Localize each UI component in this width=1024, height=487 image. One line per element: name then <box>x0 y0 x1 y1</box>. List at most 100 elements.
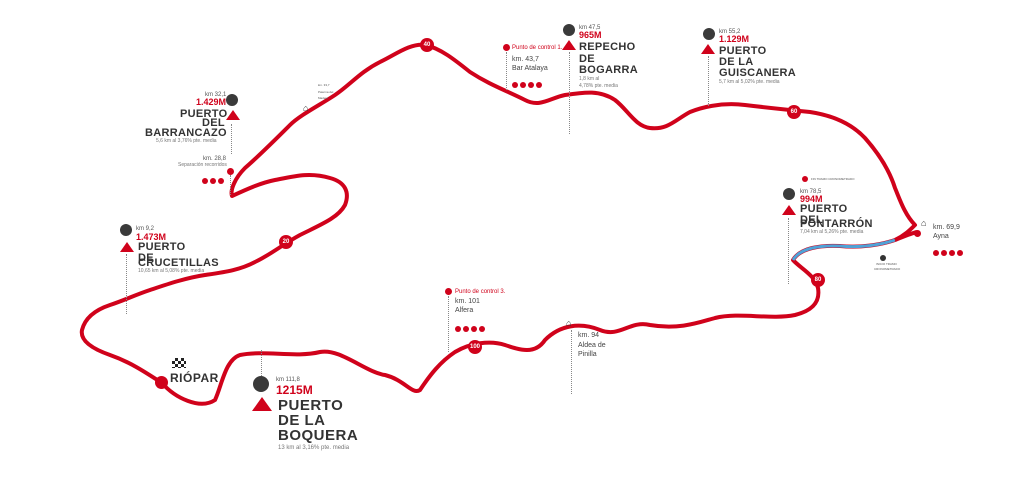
category-badge <box>563 24 575 36</box>
ayna-place: Ayna <box>933 233 949 240</box>
boquera-name-1: PUERTO <box>278 397 344 414</box>
control3-leader <box>448 296 449 352</box>
crucetillas-gradient: 10,65 km al 5,08% pte. media <box>138 268 205 274</box>
aldea-km: km. 94 <box>578 332 600 339</box>
mountain-icon <box>120 242 134 252</box>
barrancazo-km: km 32,1 <box>205 92 227 98</box>
service-icons <box>202 171 226 189</box>
km-marker-100: 100 <box>468 340 482 354</box>
mountain-icon <box>782 205 796 215</box>
bogarra-altitude: 965M <box>579 30 602 40</box>
checkered-flag-icon <box>172 358 186 368</box>
control1-km: km. 43,7 <box>512 56 539 63</box>
crucetillas-name-2: DE <box>138 252 154 264</box>
ayna-dot <box>914 230 921 237</box>
separacion-dot <box>227 168 234 175</box>
guiscanera-gradient: 5,7 km al 5,02% pte. media <box>719 79 780 85</box>
barrancazo-gradient: 5,6 km al 3,76% pte. media <box>156 138 217 144</box>
control-dot <box>503 44 510 51</box>
bogarra-gradient-2: 4,78% pte. media <box>579 83 618 89</box>
village-icon: ⌂ <box>303 103 309 113</box>
barrancazo-name-1: PUERTO <box>180 108 228 120</box>
control1-place: Bar Atalaya <box>512 65 548 72</box>
category-badge <box>226 94 238 106</box>
crono-end-label: FIN TRAMO CRONOMETRADO <box>811 177 855 181</box>
paterna-km: km. 33,7 <box>318 83 330 87</box>
bogarra-name-2: DE <box>579 53 595 65</box>
crono-end-dot <box>802 176 808 182</box>
km-marker-80: 80 <box>811 273 825 287</box>
service-icons <box>512 75 544 93</box>
boquera-leader <box>261 350 262 376</box>
ayna-km: km. 69,9 <box>933 224 960 231</box>
pontarron-altitude: 994M <box>800 194 823 204</box>
separacion-leader <box>230 175 231 195</box>
paterna-line-2: Paterna del <box>318 90 334 94</box>
guiscanera-km: km 55,2 <box>719 29 741 35</box>
boquera-km: km 111,8 <box>276 377 300 383</box>
mountain-icon <box>226 110 240 120</box>
start-point <box>155 376 168 389</box>
aldea-line-2: Aldea de <box>578 342 606 349</box>
km-marker-20: 20 <box>279 235 293 249</box>
barrancazo-leader <box>231 124 232 154</box>
boquera-name-3: BOQUERA <box>278 427 359 444</box>
control3-km: km. 101 <box>455 298 480 305</box>
aldea-leader <box>571 330 572 394</box>
boquera-name-2: DE LA <box>278 412 326 429</box>
category-badge <box>703 28 715 40</box>
mountain-icon <box>562 40 576 50</box>
pontarron-leader <box>788 218 789 284</box>
mountain-icon <box>252 397 272 411</box>
crono-start-label-1: INICIO TRAMO <box>876 262 897 266</box>
barrancazo-name-2: DEL <box>202 117 225 129</box>
category-badge <box>253 376 269 392</box>
boquera-altitude: 1215M <box>276 383 313 397</box>
control3-place: Alfera <box>455 307 474 314</box>
guiscanera-name-3: GUISCANERA <box>719 67 796 79</box>
pontarron-gradient: 7,04 km al 5,26% pte. media <box>800 229 864 235</box>
village-icon: ⌂ <box>566 318 572 328</box>
bogarra-name-3: BOGARRA <box>579 64 638 76</box>
pontarron-name-1: PUERTO <box>800 203 848 215</box>
control1-title: Punto de control 1. <box>512 45 563 51</box>
control1-leader <box>506 52 507 90</box>
crucetillas-altitude: 1.473M <box>136 232 167 242</box>
guiscanera-altitude: 1.129M <box>719 34 750 44</box>
paterna-line-3: Madera <box>318 96 329 100</box>
pontarron-name-2: DEL <box>800 214 823 226</box>
aldea-line-3: Pinilla <box>578 351 597 358</box>
guiscanera-name-2: DE LA <box>719 56 754 68</box>
crono-start-dot <box>880 255 886 261</box>
route-line <box>79 42 917 406</box>
mountain-icon <box>701 44 715 54</box>
service-icons <box>933 243 965 261</box>
bogarra-name-1: REPECHO <box>579 41 636 53</box>
barrancazo-altitude: 1.429M <box>196 97 227 107</box>
timed-segment <box>791 238 896 261</box>
service-icons <box>455 319 487 337</box>
pontarron-km: km 78,5 <box>800 189 822 195</box>
control3-title: Punto de control 3. <box>455 289 506 295</box>
category-badge <box>783 188 795 200</box>
category-badge <box>120 224 132 236</box>
crucetillas-km: km 9,2 <box>136 226 155 232</box>
crucetillas-leader <box>126 254 127 314</box>
separacion-km: km. 28,8 <box>203 156 227 162</box>
crono-start-label-2: CRONOMETRADO <box>874 267 901 271</box>
guiscanera-leader <box>708 56 709 106</box>
start-label: RIÓPAR <box>170 371 219 385</box>
crucetillas-name-1: PUERTO <box>138 241 186 253</box>
village-icon: ⌂ <box>921 218 927 228</box>
km-marker-60: 60 <box>787 105 801 119</box>
separacion-text: Separación recorridos <box>178 162 227 168</box>
bogarra-gradient-1: 1,8 km al <box>579 76 600 82</box>
bogarra-km: km 47,5 <box>579 25 601 31</box>
km-marker-40: 40 <box>420 38 434 52</box>
pontarron-name-3: PONTARRÓN <box>800 218 873 230</box>
crucetillas-name-3: CRUCETILLAS <box>138 257 219 269</box>
barrancazo-name-3: BARRANCAZO <box>145 127 227 139</box>
boquera-gradient: 13 km al 3,16% pte. media <box>278 445 350 451</box>
control-dot <box>445 288 452 295</box>
bogarra-leader <box>569 52 570 134</box>
